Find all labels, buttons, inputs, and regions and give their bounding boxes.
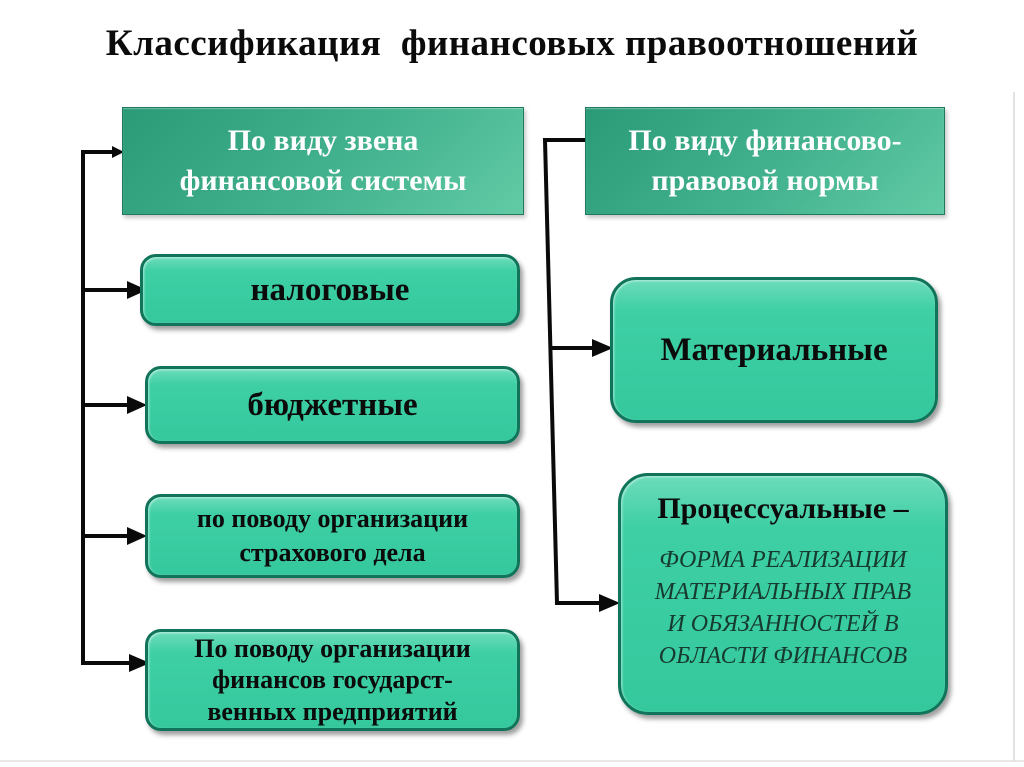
node-material: Материальные	[610, 277, 938, 423]
header-line: По виду звена	[227, 124, 419, 158]
node-title: Процессуальные –	[657, 492, 909, 525]
node-description: ФОРМА РЕАЛИЗАЦИИ МАТЕРИАЛЬНЫХ ПРАВ И ОБЯ…	[627, 544, 939, 672]
header-line: финансовой системы	[179, 164, 467, 197]
header-line: По виду финансово-	[628, 124, 902, 158]
arrow-right-icon	[599, 594, 620, 612]
description-line: И ОБЯЗАННОСТЕЙ В	[667, 611, 899, 637]
node-label: бюджетные	[247, 386, 418, 423]
page-title: Классификация финансовых правоотношений	[105, 23, 919, 64]
node-budget: бюджетные	[145, 366, 520, 444]
page-edge-line	[0, 760, 1024, 762]
left-connector-line	[81, 150, 131, 665]
arrow-right-icon	[592, 339, 613, 357]
description-line: ОБЛАСТИ ФИНАНСОВ	[658, 643, 908, 669]
node-label-line: По поводу организации	[194, 634, 471, 664]
node-label-line: финансов государст-	[212, 665, 453, 695]
right-connector-line	[542, 138, 601, 605]
node-label-line: страхового дела	[239, 538, 426, 567]
node-insurance: по поводу организации страхового дела	[145, 494, 520, 578]
arrow-right-icon	[127, 281, 147, 299]
category-header-legal-norm-type: По виду финансово- правовой нормы	[585, 107, 945, 215]
description-line: ФОРМА РЕАЛИЗАЦИИ	[659, 547, 907, 573]
category-header-financial-system-link: По виду звена финансовой системы	[122, 107, 524, 215]
node-label-line: по поводу организации	[196, 504, 469, 534]
arrow-right-icon	[127, 527, 147, 545]
page-edge-line	[1013, 92, 1015, 762]
description-line: МАТЕРИАЛЬНЫХ ПРАВ	[654, 579, 912, 605]
arrow-right-icon	[127, 396, 147, 414]
arrow-right-icon	[112, 146, 124, 158]
header-line: правовой нормы	[651, 164, 879, 197]
node-tax: налоговые	[140, 254, 520, 326]
node-label-line: венных предприятий	[207, 696, 458, 726]
arrow-right-icon	[129, 654, 150, 672]
node-label: Материальные	[660, 331, 888, 368]
node-label: налоговые	[250, 271, 410, 308]
node-procedural: Процессуальные – ФОРМА РЕАЛИЗАЦИИ МАТЕРИ…	[618, 473, 948, 715]
node-state-enterprises: По поводу организации финансов государст…	[145, 629, 520, 731]
